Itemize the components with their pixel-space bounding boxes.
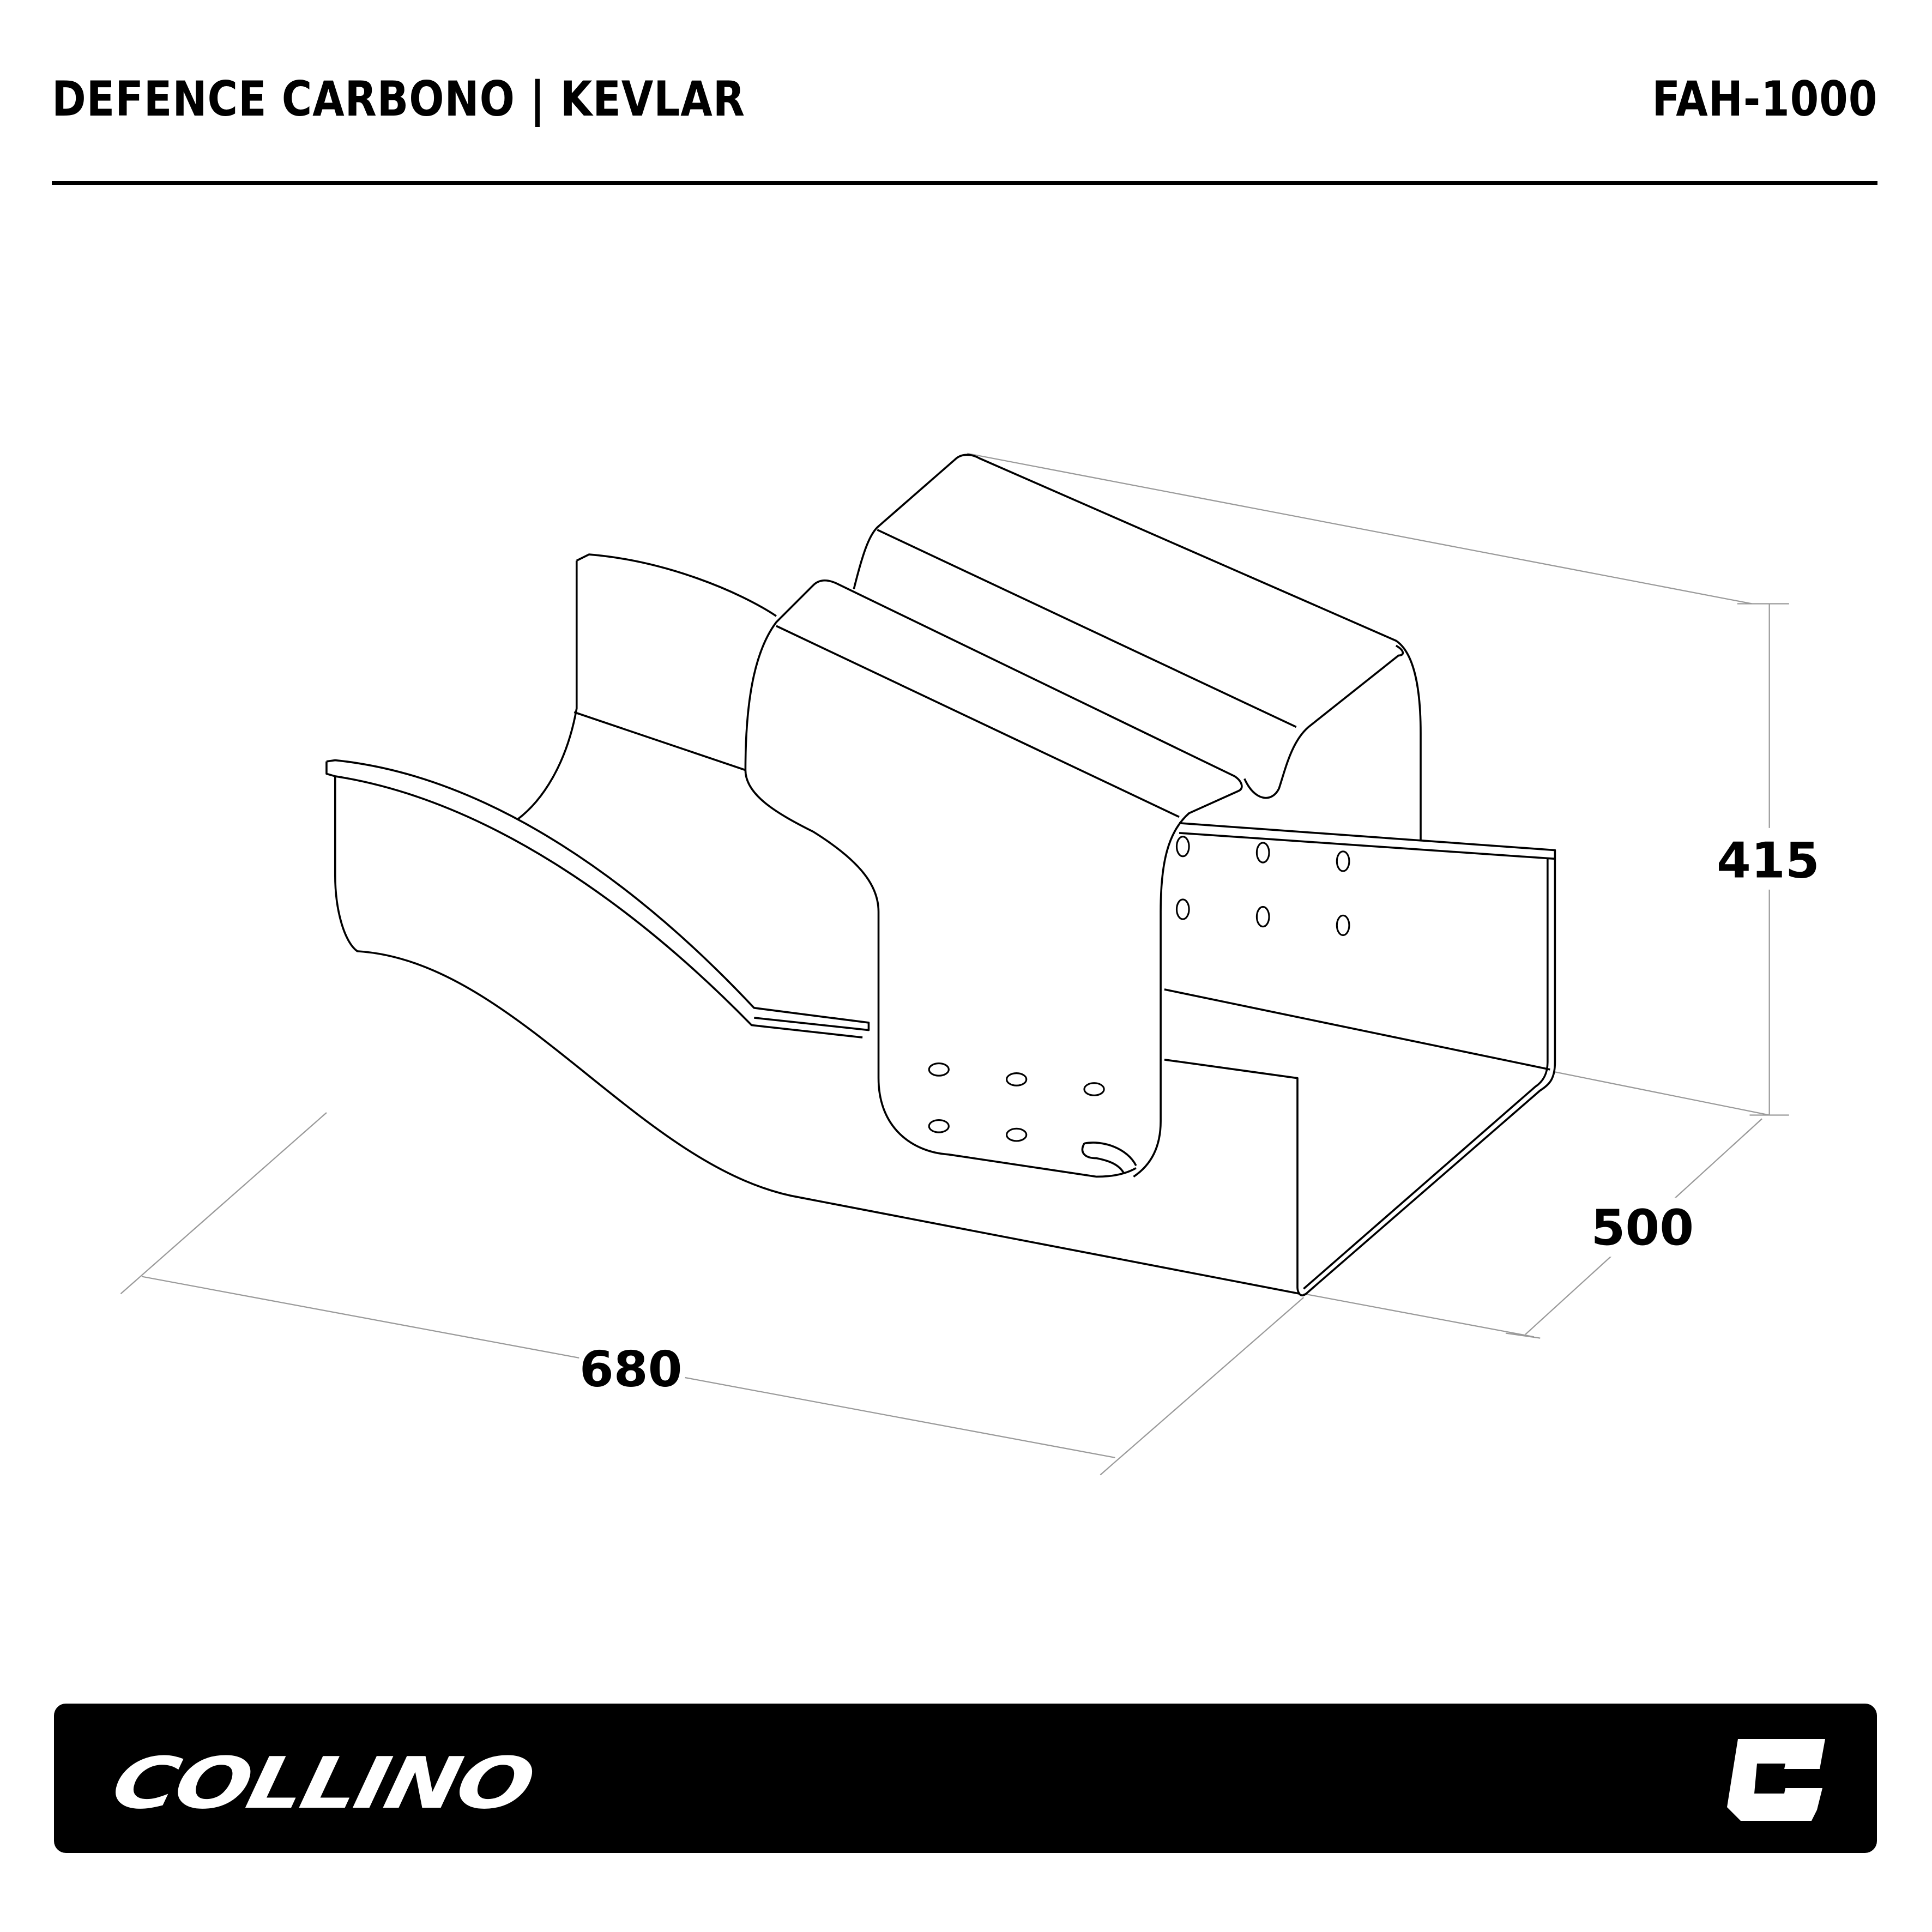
brand-logo: COLLINO [105,1742,540,1825]
product-title: DEFENCE CARBONO | KEVLAR [52,71,745,127]
dimension-height: 415 [1717,832,1820,889]
mounting-holes [928,836,1350,1142]
back-hump [853,454,1422,841]
left-fender [325,759,1300,1295]
part-number: FAH-1000 [1652,71,1877,127]
right-plate [1164,822,1556,1296]
dimension-width: 680 [579,1341,683,1398]
part-outline [325,454,1556,1296]
dimension-lines [120,452,1789,1476]
footer-bar: COLLINO [54,1704,1877,1853]
front-hump [744,579,1243,1178]
back-left-panel [517,553,777,820]
brand-mark-icon [1727,1739,1825,1821]
header-divider [52,181,1877,185]
dimension-depth: 500 [1591,1199,1694,1257]
